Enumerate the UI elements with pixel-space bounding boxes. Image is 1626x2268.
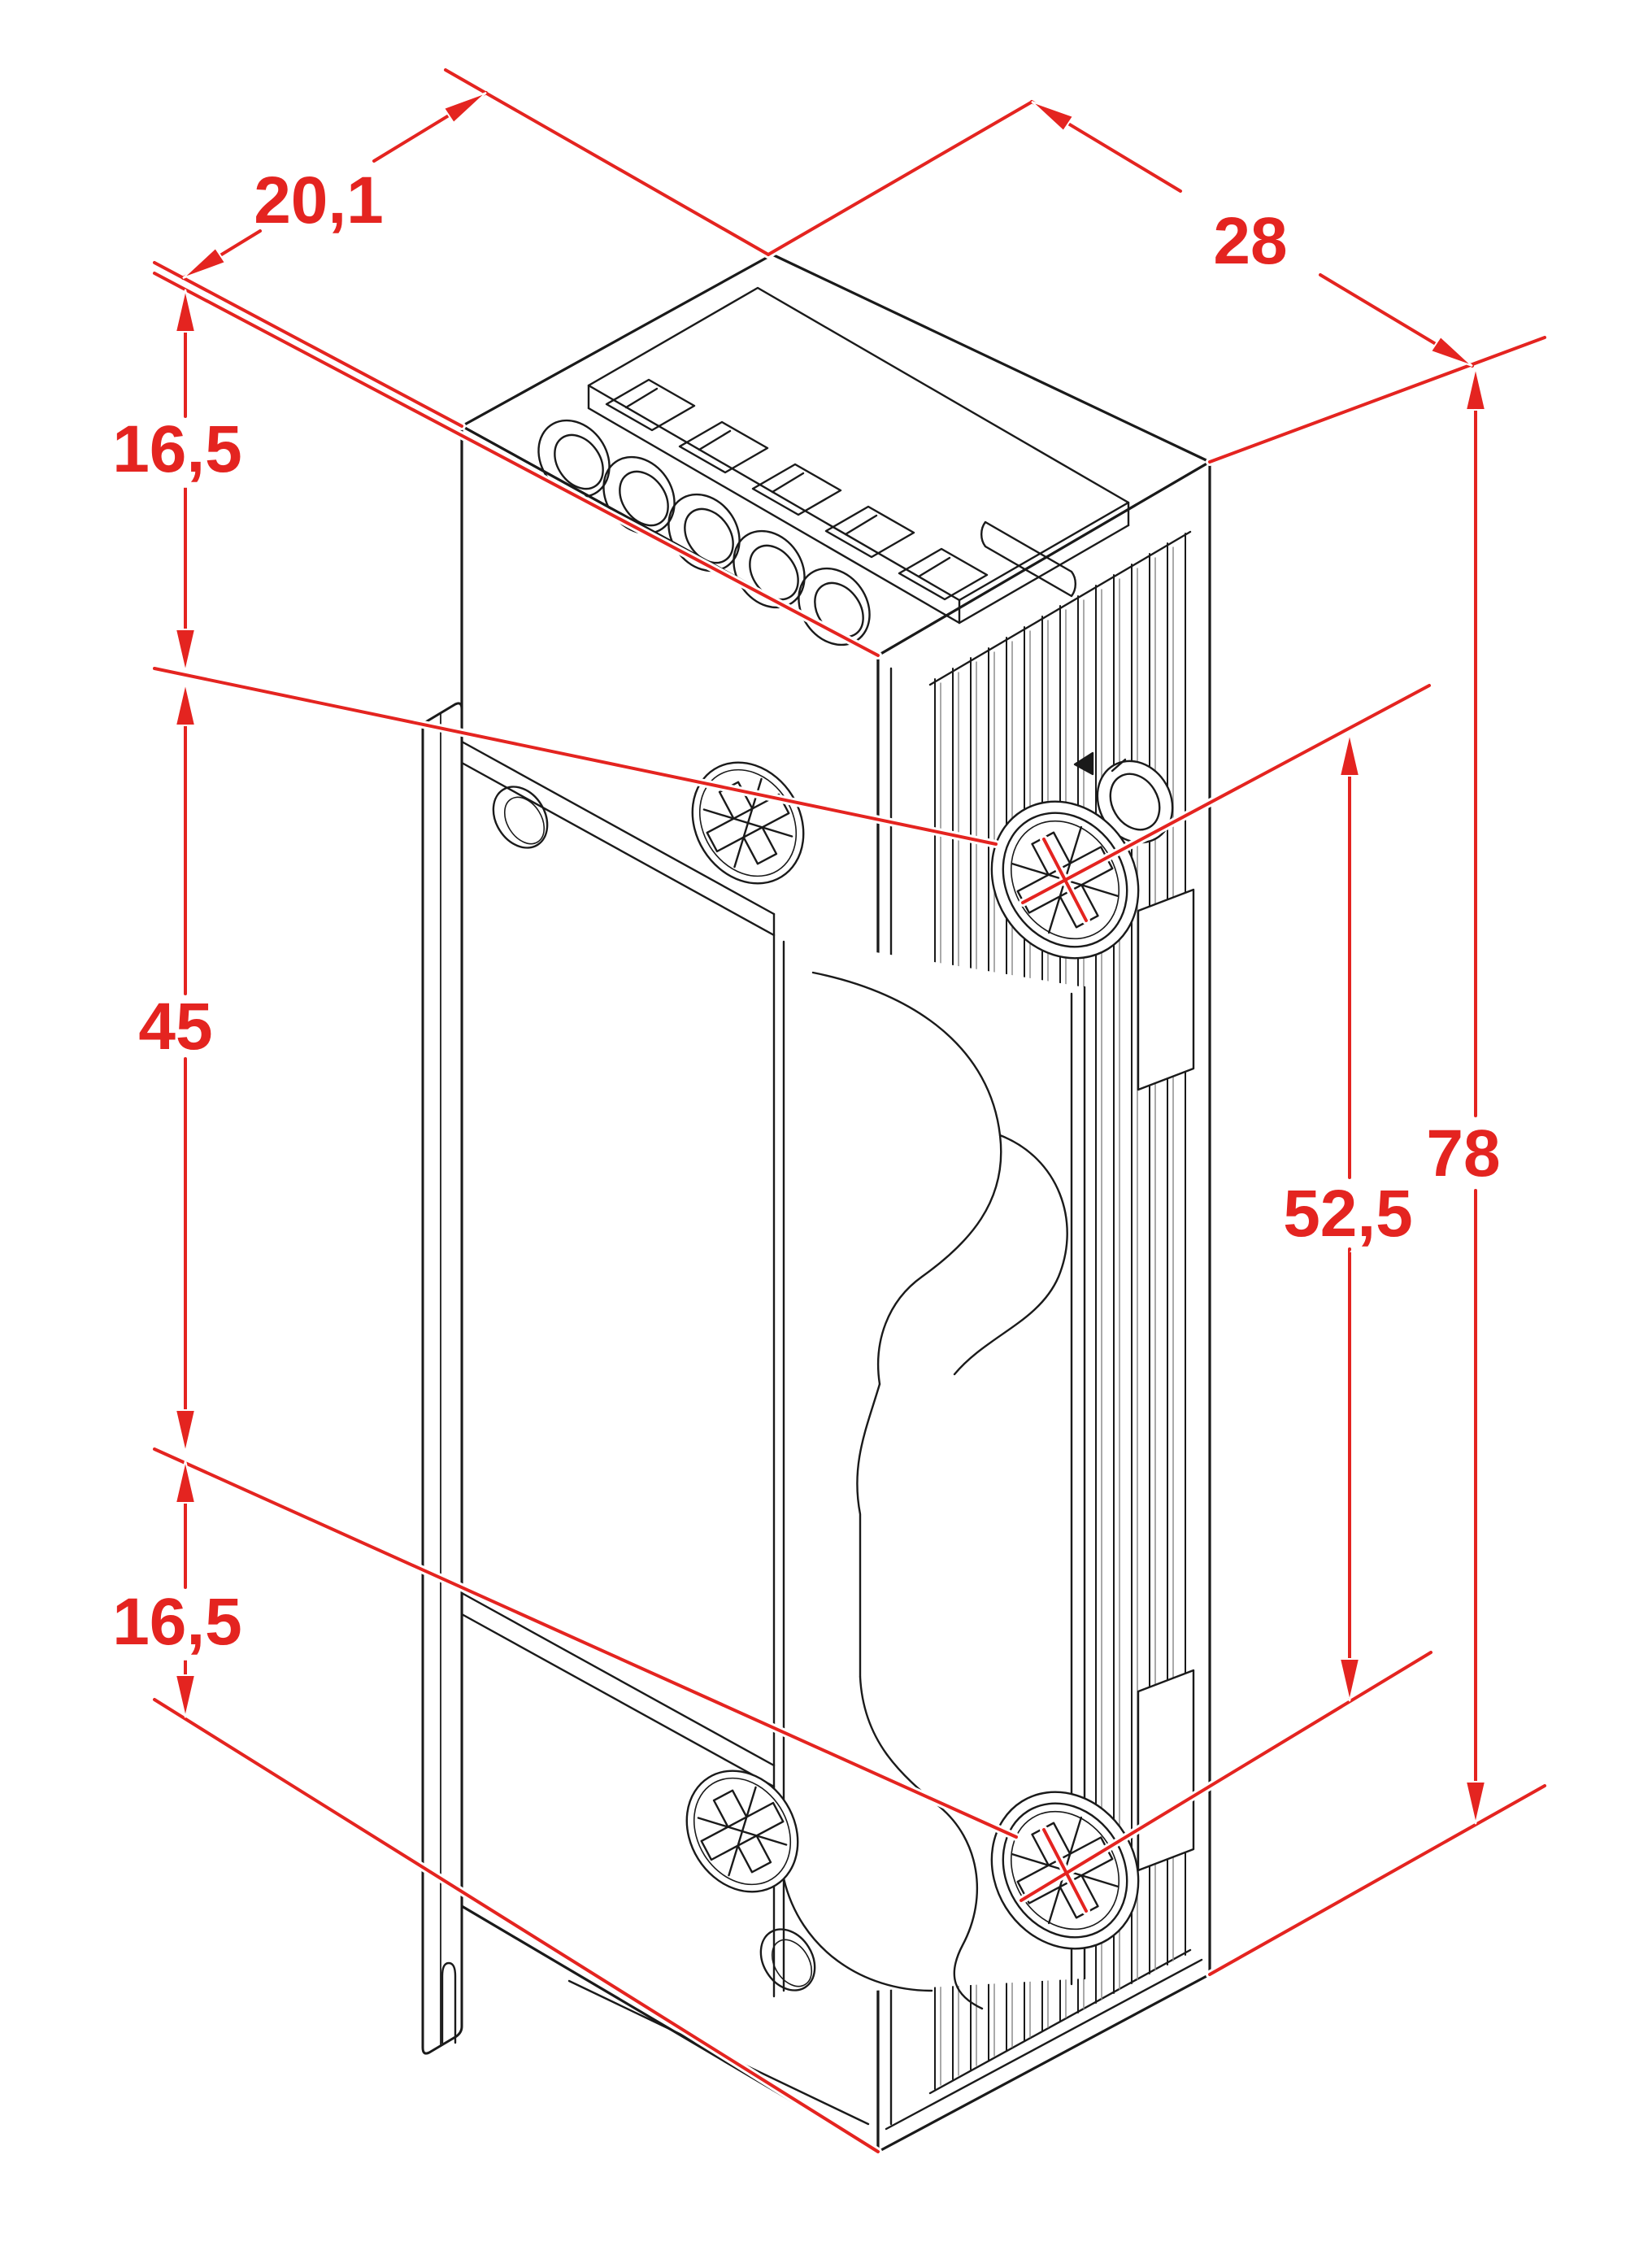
latch-curve [782,1877,933,1992]
din-release-slot [441,1961,457,2044]
dim-label-overall-height: 78 [1426,1117,1500,1191]
dim-label-top-depth: 28 [1213,204,1287,278]
dimension-lines [181,91,1477,1821]
dim-label-screw-spacing: 52,5 [1283,1177,1413,1251]
latch-curve [859,1675,984,2010]
screw-center-mark [1042,838,1088,922]
dimension-arrows [174,92,1487,1825]
pozidriv-screw-top-left [691,761,805,885]
strike-body [421,253,1211,2153]
terminal-windows [605,378,989,601]
oval-hole-bottom [759,1928,816,1992]
faceplate [421,702,463,2055]
din-hook [1137,888,1195,1091]
screw-center-mark [1042,1828,1088,1913]
top-slot [980,520,1076,598]
dim-label-top-width: 20,1 [254,163,384,237]
dimensions: 20,1 28 16,5 45 16,5 52,5 78 [107,68,1546,2153]
leader-lines [1020,684,1433,1913]
din-hook [1137,1669,1195,1872]
dim-label-left-middle: 45 [138,990,212,1064]
latch-curve [811,971,1002,1386]
latch-curve [953,1134,1068,1376]
dim-label-left-top: 16,5 [112,412,242,486]
latch-curve [856,1382,881,1678]
housing-step-edges [460,740,776,1788]
extension-lines [153,68,1546,2153]
dim-label-left-bottom: 16,5 [112,1585,242,1659]
oval-hole-top [492,786,549,849]
pozidriv-screw-bottom-left [685,1770,799,1893]
